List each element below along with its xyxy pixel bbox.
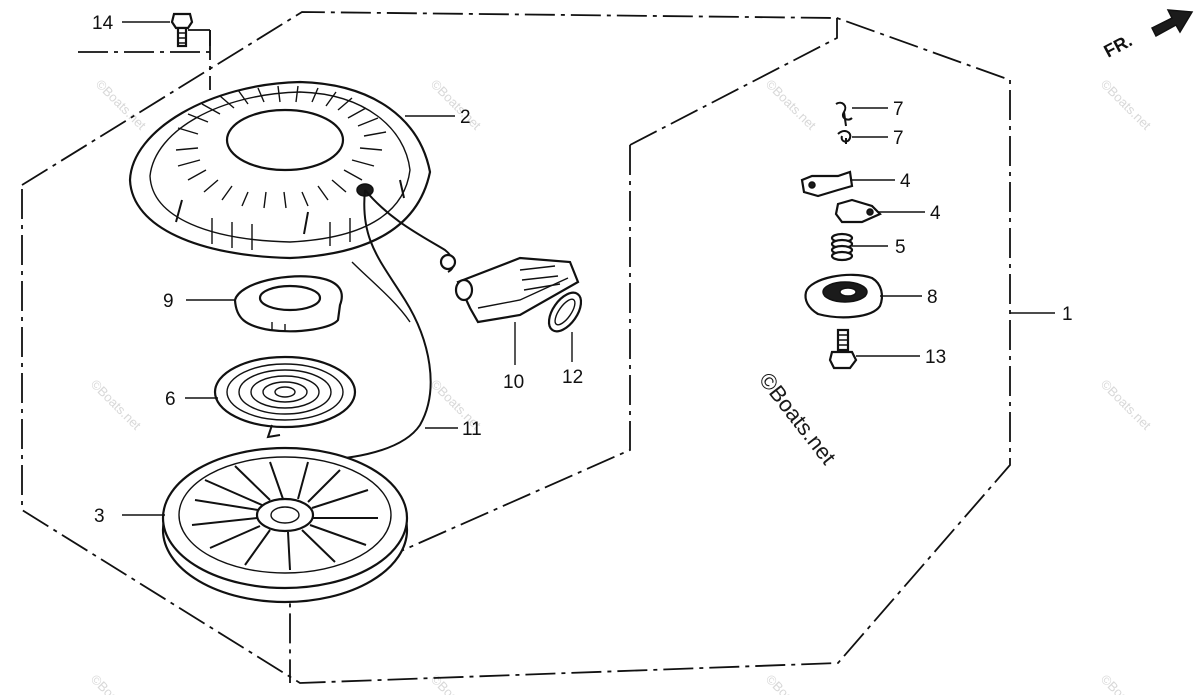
callout-4b: 4 bbox=[930, 203, 941, 224]
starter-rope-11-strand bbox=[351, 261, 411, 323]
callout-labels: 1 2 3 4 4 5 6 7 7 8 9 10 11 12 13 14 bbox=[92, 13, 1073, 527]
callout-7a: 7 bbox=[893, 99, 904, 120]
watermark: ©Boats.net bbox=[88, 672, 144, 695]
ratchet-4a-icon bbox=[800, 170, 854, 198]
recoil-spring-6-icon bbox=[213, 355, 357, 439]
watermark: ©Boats.net bbox=[1098, 77, 1154, 133]
assembly-outline-inner-front bbox=[289, 145, 631, 683]
leader-lines bbox=[122, 21, 1055, 516]
starter-case-2-icon bbox=[128, 80, 432, 260]
callout-4a: 4 bbox=[900, 171, 911, 192]
front-arrow-icon bbox=[1150, 9, 1194, 38]
callout-13: 13 bbox=[925, 347, 946, 368]
ratchet-guide-8-icon bbox=[804, 273, 883, 319]
ratchet-4b-icon bbox=[834, 198, 882, 224]
ratchet-spring-7a-icon bbox=[835, 101, 853, 127]
front-orientation-indicator: FR. bbox=[1100, 9, 1194, 62]
callout-6: 6 bbox=[165, 389, 176, 410]
callout-14: 14 bbox=[92, 13, 114, 34]
assembly-outline-inner-top bbox=[629, 18, 838, 146]
grip-insert-12-icon bbox=[547, 291, 583, 333]
watermark-main: ©Boats.net bbox=[754, 368, 841, 469]
callout-11: 11 bbox=[462, 419, 482, 440]
watermark: ©Boats.net bbox=[428, 672, 484, 695]
ratchet-spring-7b-icon bbox=[837, 130, 852, 144]
callout-2: 2 bbox=[460, 107, 471, 128]
watermark: ©Boats.net bbox=[763, 672, 819, 695]
callout-10: 10 bbox=[503, 372, 524, 393]
spring-cover-9-icon bbox=[233, 275, 343, 333]
callout-12: 12 bbox=[562, 367, 583, 388]
callout-8: 8 bbox=[927, 287, 938, 308]
setting-bolt-13-icon bbox=[828, 328, 858, 370]
watermark: ©Boats.net bbox=[763, 77, 819, 133]
watermark: ©Boats.net bbox=[428, 77, 484, 133]
callout-5: 5 bbox=[895, 237, 906, 258]
callout-7b: 7 bbox=[893, 128, 904, 149]
watermark: ©Boats.net bbox=[88, 377, 144, 433]
callout-9: 9 bbox=[163, 291, 174, 312]
friction-spring-5-icon bbox=[830, 232, 854, 262]
front-label: FR. bbox=[1100, 30, 1135, 61]
rope-knot-loop bbox=[439, 253, 457, 271]
starter-rope-11-icon bbox=[299, 189, 432, 463]
flange-bolt-14-icon bbox=[170, 12, 194, 48]
starter-grip-10-icon bbox=[454, 256, 580, 324]
starter-pulley-3-icon bbox=[161, 446, 409, 604]
watermark: ©Boats.net bbox=[1098, 672, 1154, 695]
callout-3: 3 bbox=[94, 506, 105, 527]
callout-1: 1 bbox=[1062, 304, 1073, 325]
assembly-outline-outer bbox=[21, 11, 1011, 684]
watermark: ©Boats.net bbox=[1098, 377, 1154, 433]
